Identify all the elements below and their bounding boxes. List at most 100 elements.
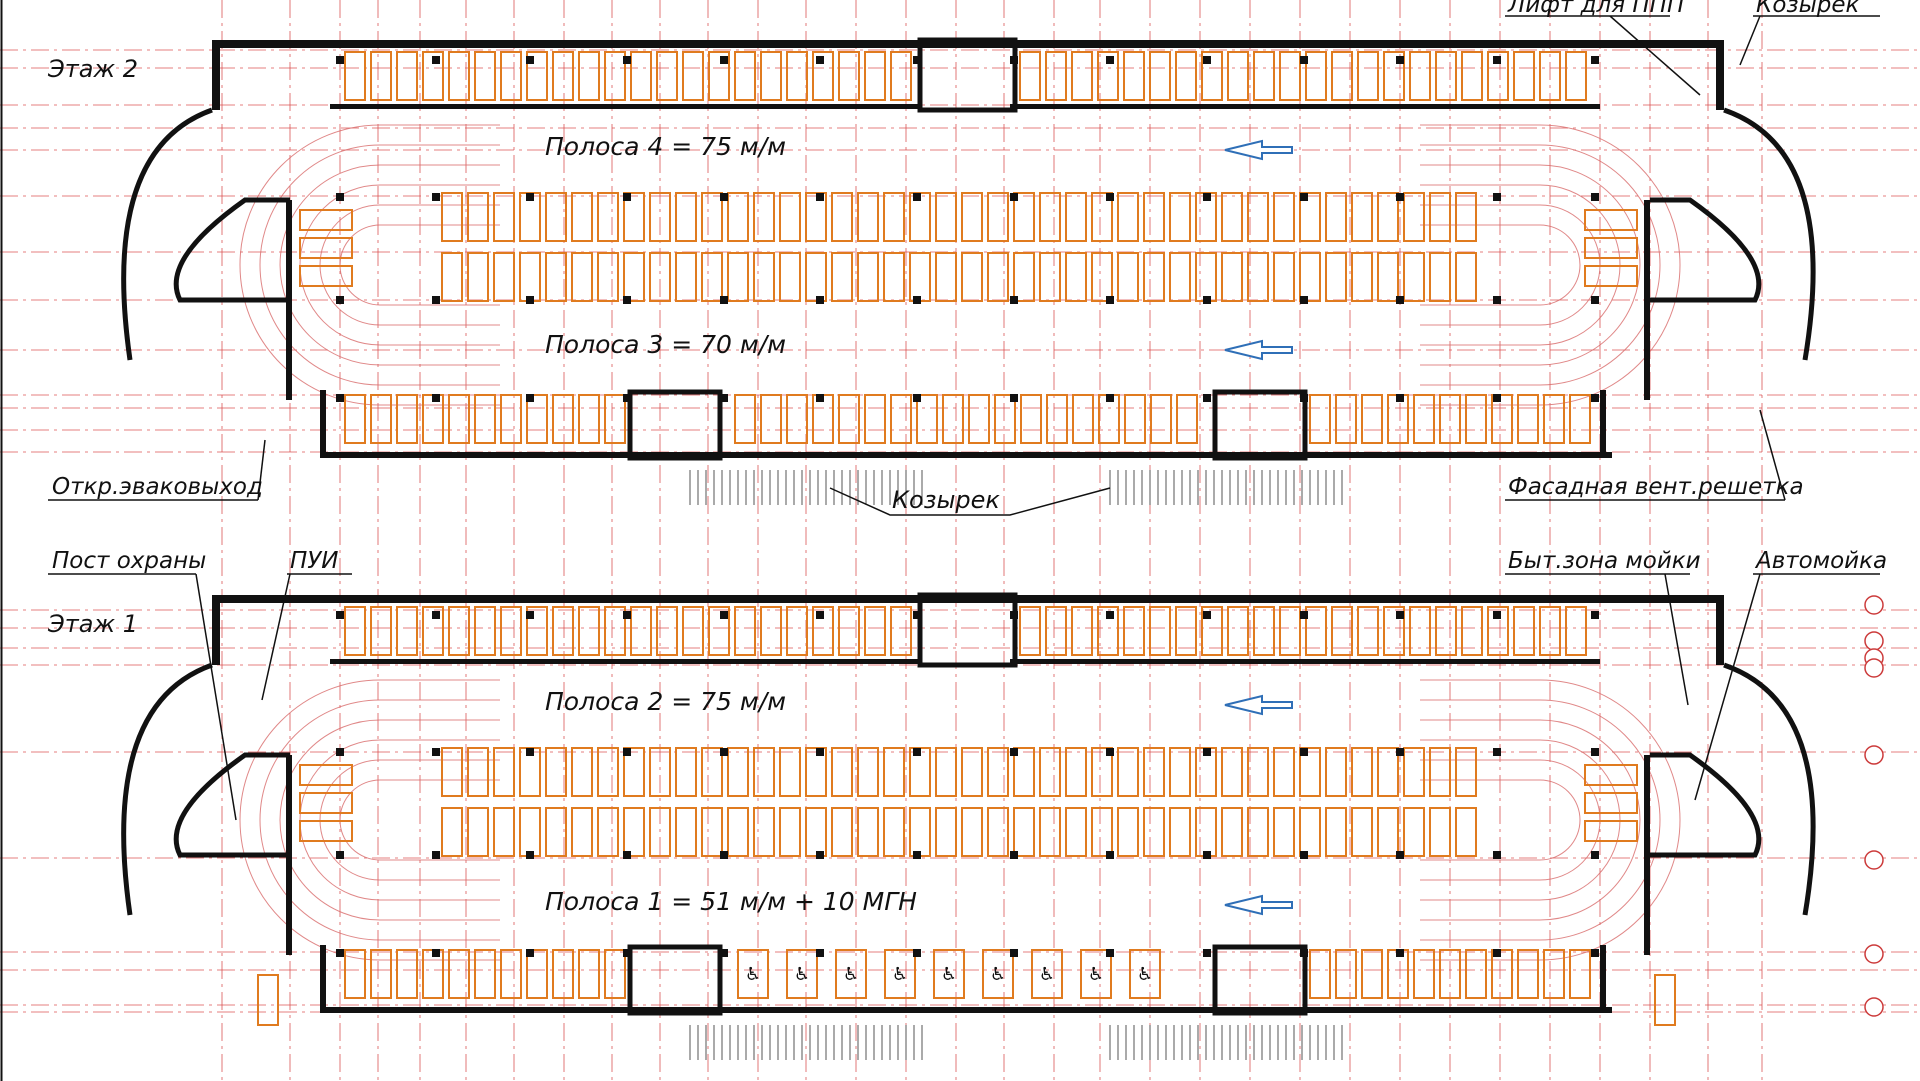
column: [1203, 851, 1211, 859]
parking-space: [1175, 51, 1197, 101]
column: [913, 949, 921, 957]
parking-space: [344, 949, 366, 999]
column: [432, 851, 440, 859]
parking-space: [370, 606, 392, 656]
column: [336, 748, 344, 756]
circle-marker-icon: [1864, 997, 1884, 1017]
curved-wall-right: [1723, 107, 1816, 361]
parking-space: [701, 807, 723, 857]
column: [432, 56, 440, 64]
column: [1106, 748, 1114, 756]
parking-space: [597, 747, 619, 797]
column: [1010, 394, 1018, 402]
parking-space: [1569, 949, 1591, 999]
parking-space: [1429, 192, 1451, 242]
parking-space: [1221, 252, 1243, 302]
parking-space: [987, 192, 1009, 242]
lane-label-4: Полоса 4 = 75 м/м: [545, 132, 786, 161]
parking-space: [734, 394, 756, 444]
parking-space: [1117, 807, 1139, 857]
accessible-parking-space: [884, 949, 916, 999]
parking-space: [838, 51, 860, 101]
column: [1203, 296, 1211, 304]
parking-space: [1143, 807, 1165, 857]
parking-space: [257, 974, 279, 1026]
wheelchair-icon: ♿: [745, 964, 761, 985]
column: [1493, 193, 1501, 201]
parking-space: [1403, 192, 1425, 242]
parking-space: [1201, 51, 1223, 101]
ramp-curve: [1420, 224, 1581, 306]
parking-space: [467, 252, 489, 302]
parking-space: [1169, 192, 1191, 242]
parking-space: [448, 394, 470, 444]
column: [1203, 748, 1211, 756]
parking-space: [370, 949, 392, 999]
parking-space: [890, 606, 912, 656]
parking-space: [1351, 252, 1373, 302]
callout-car-wash: Автомойка: [1754, 548, 1887, 574]
parking-space: [1045, 606, 1067, 656]
parking-space: [1584, 820, 1638, 842]
parking-space: [1019, 606, 1041, 656]
column: [1493, 611, 1501, 619]
column: [720, 949, 728, 957]
parking-space: [1143, 252, 1165, 302]
parking-space: [1335, 394, 1357, 444]
parking-space: [493, 807, 515, 857]
column: [1396, 851, 1404, 859]
parking-space: [727, 807, 749, 857]
ramp-curve: [1420, 719, 1641, 921]
parking-space: [299, 237, 353, 259]
core-wall-right: [1650, 197, 1762, 303]
parking-space: [526, 606, 548, 656]
parking-space: [448, 51, 470, 101]
parking-space: [526, 394, 548, 444]
parking-space: [1221, 192, 1243, 242]
parking-space: [1403, 252, 1425, 302]
core-wall-left: [173, 197, 290, 303]
column: [720, 193, 728, 201]
column: [1203, 611, 1211, 619]
parking-space: [753, 747, 775, 797]
parking-space: [526, 51, 548, 101]
column: [1300, 56, 1308, 64]
parking-space: [649, 252, 671, 302]
parking-space: [467, 747, 489, 797]
parking-space: [578, 606, 600, 656]
ramp-curve: [1420, 699, 1661, 941]
parking-space: [864, 606, 886, 656]
parking-space: [1091, 807, 1113, 857]
parking-space: [1065, 747, 1087, 797]
callout-cleaning-room: ПУИ: [290, 548, 339, 574]
parking-space: [1247, 807, 1269, 857]
parking-space: [961, 192, 983, 242]
parking-space: [1377, 252, 1399, 302]
column: [1203, 394, 1211, 402]
parking-space: [701, 747, 723, 797]
column: [432, 296, 440, 304]
wheelchair-icon: ♿: [794, 964, 810, 985]
wheelchair-icon: ♿: [892, 964, 908, 985]
parking-space: [1487, 51, 1509, 101]
parking-space: [961, 252, 983, 302]
column: [1300, 394, 1308, 402]
parking-space: [422, 606, 444, 656]
column: [913, 56, 921, 64]
column: [336, 296, 344, 304]
column: [623, 56, 631, 64]
accessible-parking-space: [835, 949, 867, 999]
wall: [330, 104, 920, 109]
parking-space: [370, 51, 392, 101]
wheelchair-icon: ♿: [1137, 964, 1153, 985]
parking-space: [1091, 192, 1113, 242]
parking-space: [1377, 747, 1399, 797]
callout-canopy-bottom: Козырек: [892, 486, 1000, 514]
parking-space: [493, 747, 515, 797]
parking-space: [987, 252, 1009, 302]
column: [526, 394, 534, 402]
axis-markers: [1864, 595, 1884, 1017]
column: [816, 56, 824, 64]
parking-space: [1253, 606, 1275, 656]
column: [1591, 56, 1599, 64]
